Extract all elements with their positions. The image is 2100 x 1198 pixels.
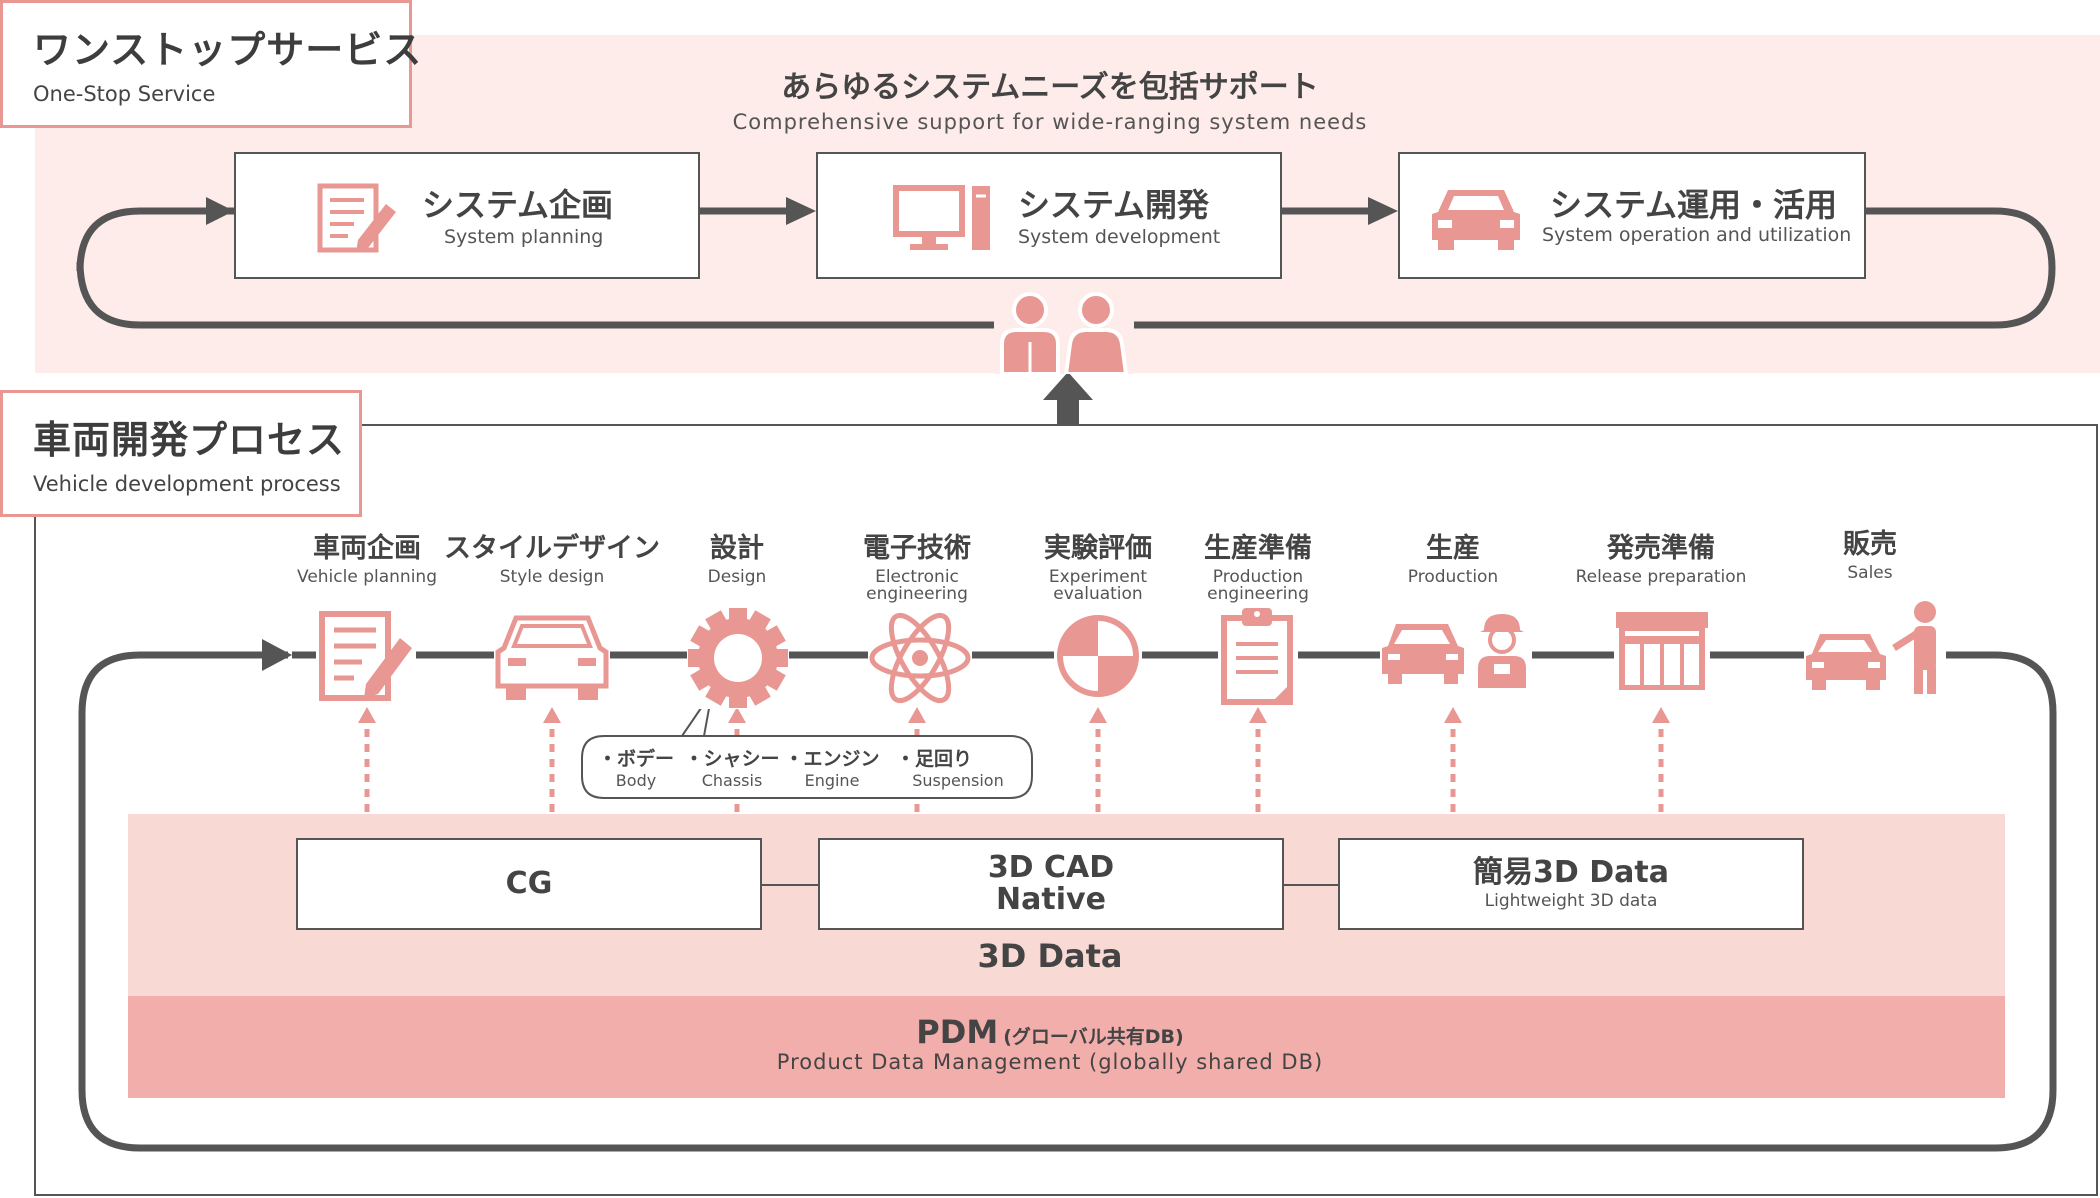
one-stop-title-box: ワンストップサービス One-Stop Service (0, 0, 423, 128)
two-people-icon (994, 282, 1134, 374)
cg-label: CG (505, 866, 553, 901)
design-callout-bubble (581, 691, 1033, 799)
stage-production-label: 生産 Production (1368, 526, 1538, 586)
stage-en: Sales (1847, 563, 1893, 583)
one-stop-title-en: One-Stop Service (33, 82, 216, 106)
process-loop-arrowhead (262, 639, 292, 671)
document-pencil-icon (317, 183, 396, 253)
one-stop-heading: あらゆるシステムニーズを包括サポート Comprehensive support… (500, 62, 1600, 134)
callout-en: Engine (804, 771, 860, 790)
document-pencil-icon (316, 608, 416, 704)
stage-release-label: 発売準備 Release preparation (1546, 526, 1776, 586)
callout-chassis: ・シャシー Chassis (682, 744, 782, 790)
stage-en: Vehicle planning (297, 567, 437, 587)
callout-body: ・ボデー Body (596, 744, 676, 790)
stage-jp: 発売準備 (1607, 533, 1715, 564)
stage-jp: 電子技術 (863, 533, 971, 564)
step-arrowhead-2 (1368, 197, 1398, 225)
one-stop-heading-en: Comprehensive support for wide-ranging s… (732, 110, 1368, 134)
step-system-operation: システム運用・活用 System operation and utilizati… (1398, 152, 1866, 279)
car-icon (494, 610, 610, 704)
callout-jp: ・ボデー (597, 748, 674, 770)
stage-electronic-label: 電子技術 Electronic engineering (832, 526, 1002, 603)
step-system-development: システム開発 System development (816, 152, 1282, 279)
callout-en: Body (615, 771, 657, 790)
callout-en: Chassis (701, 771, 763, 790)
cg-data-box: CG (296, 838, 762, 930)
cad-label-line2: Native (996, 882, 1106, 917)
process-loop-line (78, 651, 2057, 1152)
callout-en: Suspension (912, 771, 1004, 790)
car-icon (1432, 190, 1520, 250)
stage-en: Style design (499, 567, 605, 587)
stage-design-label: 設計 Design (652, 526, 822, 586)
stage-jp: 生産準備 (1204, 533, 1312, 564)
stage-jp: 実験評価 (1044, 533, 1152, 564)
step-operation-en: System operation and utilization (1542, 224, 1852, 246)
step-development-en: System development (1018, 226, 1221, 248)
stage-en: Electronic engineering (866, 567, 968, 604)
store-icon (1614, 610, 1710, 690)
clipboard-icon (1218, 604, 1298, 706)
lightweight-sub: Lightweight 3D data (1484, 891, 1658, 911)
step-development-jp: システム開発 (1018, 186, 1210, 224)
vehicle-process-title-box: 車両開発プロセス Vehicle development process (0, 390, 362, 517)
pdm-paren: (グローバル共有DB) (1003, 1026, 1184, 1048)
callout-jp: ・足回り (896, 748, 973, 770)
gear-icon (687, 607, 789, 709)
step-planning-jp: システム企画 (422, 186, 614, 224)
stage-jp: スタイルデザイン (444, 533, 660, 564)
callout-jp: ・エンジン (784, 748, 880, 770)
step-system-planning: システム企画 System planning (234, 152, 700, 279)
one-stop-heading-jp: あらゆるシステムニーズを包括サポート (781, 70, 1319, 105)
callout-suspension: ・足回り Suspension (888, 744, 1028, 790)
vehicle-process-title-jp: 車両開発プロセス (33, 418, 346, 462)
step-arrowhead-1 (786, 197, 816, 225)
stage-jp: 設計 (710, 533, 764, 564)
stage-experiment-label: 実験評価 Experiment evaluation (1013, 526, 1183, 603)
evaluation-circle-icon (1054, 610, 1142, 702)
loop-arrowhead-1 (206, 197, 234, 225)
desktop-computer-icon (893, 185, 990, 250)
one-stop-loop-line-right (1130, 207, 2056, 329)
cad-native-data-box: 3D CAD Native (818, 838, 1284, 930)
up-arrow-shaft (1057, 395, 1079, 425)
stage-vehicle-planning-label: 車両企画 Vehicle planning (267, 526, 467, 586)
stage-production-eng-label: 生産準備 Production engineering (1173, 526, 1343, 603)
pdm-band (128, 996, 2005, 1098)
stage-sales-label: 販売 Sales (1800, 522, 1940, 582)
stage-en: Release preparation (1575, 567, 1747, 587)
dotted-arrowheads (358, 707, 1670, 723)
stage-jp: 車両企画 (313, 533, 421, 564)
lightweight-label: 簡易3D Data (1473, 855, 1669, 890)
one-stop-title-jp: ワンストップサービス (33, 28, 423, 72)
stage-en: Experiment evaluation (1048, 567, 1148, 604)
stage-jp: 販売 (1843, 529, 1897, 560)
pdm-en: Product Data Management (globally shared… (776, 1050, 1324, 1074)
pdm-main: PDM (916, 1013, 999, 1051)
lightweight-data-box: 簡易3D Data Lightweight 3D data (1338, 838, 1804, 930)
cad-label-line1: 3D CAD (987, 850, 1115, 885)
car-person-icon (1804, 600, 1946, 696)
stage-style-design-label: スタイルデザイン Style design (432, 526, 672, 586)
stage-jp: 生産 (1426, 533, 1480, 564)
up-arrow-head (1043, 372, 1093, 400)
atom-icon (868, 610, 972, 706)
callout-engine: ・エンジン Engine (782, 744, 882, 790)
stage-en: Design (707, 567, 767, 587)
callout-jp: ・シャシー (684, 748, 780, 770)
pdm-title: PDM (グローバル共有DB) (700, 1013, 1400, 1051)
step-operation-jp: システム運用・活用 (1550, 186, 1838, 224)
stage-en: Production engineering (1207, 567, 1309, 604)
three-d-data-label: 3D Data (977, 937, 1123, 975)
stage-en: Production (1407, 567, 1499, 587)
one-stop-loop-line (76, 207, 1000, 329)
vehicle-process-title-en: Vehicle development process (33, 472, 341, 496)
step-planning-en: System planning (444, 226, 604, 248)
car-worker-icon (1380, 612, 1532, 690)
